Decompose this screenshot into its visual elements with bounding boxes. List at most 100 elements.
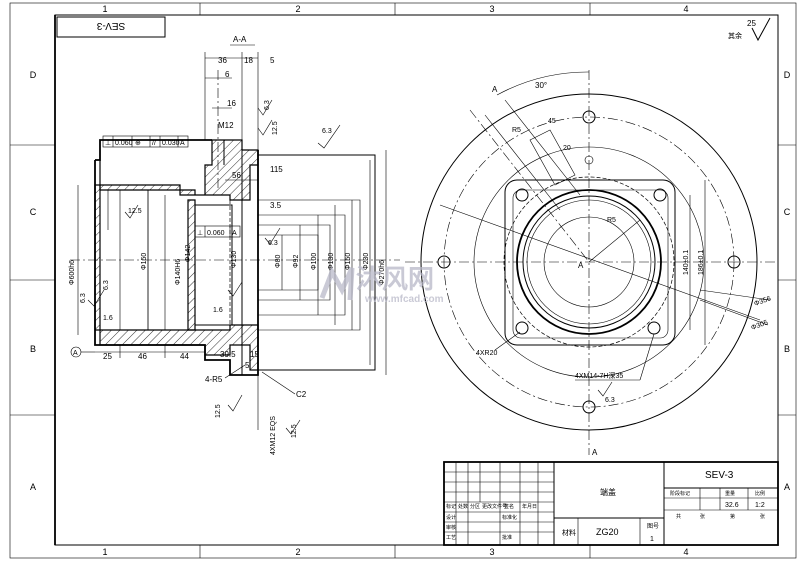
dia-100: Φ100 bbox=[311, 253, 318, 270]
dim-25: 25 bbox=[103, 352, 112, 361]
dia-140h6: Φ140H6 bbox=[175, 259, 182, 285]
tb-cell-review: 审核 bbox=[446, 524, 456, 531]
bolt-hole-left bbox=[437, 255, 451, 269]
bolt-hole-bottom bbox=[582, 400, 596, 414]
dia-130: Φ130 bbox=[231, 251, 238, 268]
tb-sheet-label: 图号 bbox=[647, 523, 659, 530]
dim-46: 46 bbox=[138, 352, 147, 361]
corner-hole-tl bbox=[515, 188, 529, 202]
watermark-url: www.mfcad.com bbox=[364, 294, 444, 305]
tb-total: 共 bbox=[676, 513, 681, 520]
tol-parallel: 0.030 bbox=[162, 140, 180, 147]
front-label-a-bottom: A bbox=[592, 448, 598, 457]
tb-sheet-no: 第 bbox=[730, 513, 735, 520]
dia-230: Φ230 bbox=[363, 253, 370, 270]
tb-total-unit: 张 bbox=[700, 513, 705, 520]
diameter-dims: Φ600h6 Φ150 Φ140H6 Φ142 Φ130 Φ80 Φ92 Φ10… bbox=[69, 150, 387, 375]
rough-9: 1.6 bbox=[213, 307, 223, 314]
tb-cell-count: 处数 bbox=[458, 503, 468, 510]
dim-5: 5 bbox=[270, 56, 275, 65]
tol-datum-ref: A bbox=[180, 140, 185, 147]
front-label-a-center: A bbox=[578, 261, 584, 270]
tb-part-name: 端盖 bbox=[600, 487, 616, 497]
tol-position-symbol: ⊕ bbox=[135, 140, 141, 147]
rough-5: 6.3 bbox=[268, 240, 278, 247]
dia-600h6: Φ600h6 bbox=[69, 260, 76, 285]
tb-code: SEV-3 bbox=[705, 470, 734, 481]
chamfer-label: 4-R5 bbox=[205, 375, 223, 384]
tol-perp-symbol-top: ⊥ bbox=[105, 140, 111, 147]
front-roughness: 6.3 bbox=[605, 397, 615, 404]
dim-39-5: 39.5 bbox=[220, 350, 236, 359]
surface-rest-value: 25 bbox=[747, 19, 756, 28]
col-label-top-4: 4 bbox=[683, 4, 688, 14]
row-label-right-b: B bbox=[784, 344, 790, 354]
corner-hole-bl bbox=[515, 321, 529, 335]
dim-m12: M12 bbox=[218, 121, 234, 130]
dia-270h6: Φ270h6 bbox=[379, 260, 386, 285]
dia-305-note: Φ305 bbox=[750, 319, 769, 332]
border-row-labels: D C B A D C B A bbox=[30, 70, 791, 492]
dia-92: Φ92 bbox=[293, 255, 300, 268]
col-label-bot-3: 3 bbox=[489, 547, 494, 557]
tol-parallel-symbol: // bbox=[152, 140, 156, 147]
dia-150: Φ150 bbox=[141, 253, 148, 270]
dim-56: 56 bbox=[232, 171, 241, 180]
tb-sheet-no-unit: 张 bbox=[760, 513, 765, 520]
rough-7: 1.6 bbox=[103, 315, 113, 322]
front-angle: 30° bbox=[535, 81, 547, 90]
front-label-r5b: R5 bbox=[607, 217, 616, 224]
surface-rest-mark: 其余 25 bbox=[728, 17, 771, 42]
section-label: A-A bbox=[233, 35, 247, 44]
tb-cell-zone: 分区 bbox=[470, 503, 480, 510]
tolerance-frame-mid: ⊥ 0.060 A bbox=[194, 225, 241, 238]
dia-142: Φ142 bbox=[185, 245, 192, 262]
dim-140: 140±0.1 bbox=[683, 250, 690, 275]
rough-2: 12.5 bbox=[272, 121, 279, 135]
watermark: 沐风网 www.mfcad.com bbox=[319, 264, 444, 305]
section-hatch-lower bbox=[99, 324, 259, 371]
dim-6: 6 bbox=[225, 70, 230, 79]
tol-perp-symbol-mid: ⊥ bbox=[197, 230, 203, 237]
col-label-bot-2: 2 bbox=[295, 547, 300, 557]
bolt-hole-top bbox=[582, 110, 596, 124]
section-hatch-sleeve bbox=[187, 199, 196, 331]
front-label-20: 20 bbox=[563, 145, 571, 152]
watermark-logo-icon bbox=[319, 266, 355, 301]
drawing-border bbox=[9, 2, 797, 559]
tb-sheets: 1 bbox=[650, 536, 654, 543]
rough-6: 6.3 bbox=[103, 280, 110, 290]
row-label-right-a: A bbox=[784, 482, 790, 492]
tb-cell-approve: 批准 bbox=[502, 534, 512, 541]
tb-cell-date: 年月日 bbox=[522, 503, 537, 510]
col-label-bot-1: 1 bbox=[102, 547, 107, 557]
corner-hole-tr bbox=[653, 188, 667, 202]
rough-1: 6.3 bbox=[264, 100, 271, 110]
col-label-bot-4: 4 bbox=[683, 547, 688, 557]
front-label-45: 45 bbox=[548, 118, 556, 125]
bolt-hole-right bbox=[727, 255, 741, 269]
tol-datum-ref-2: A bbox=[232, 230, 237, 237]
dia-356-note: Φ356 bbox=[753, 295, 772, 308]
dia-130-b: Φ130 bbox=[328, 253, 335, 270]
row-label-left-c: C bbox=[30, 207, 37, 217]
code-box-text: SEV-3 bbox=[96, 20, 125, 31]
tb-stage-mark: 阶段标记 bbox=[670, 490, 690, 497]
col-label-top-3: 3 bbox=[489, 4, 494, 14]
col-label-top-1: 1 bbox=[102, 4, 107, 14]
surface-rest-note: 其余 bbox=[728, 31, 742, 40]
dia-150-b: Φ150 bbox=[345, 253, 352, 270]
section-view: A-A 36 18 bbox=[69, 35, 400, 455]
section-hatch-upper bbox=[99, 139, 259, 201]
tb-weight-label: 重量 bbox=[725, 490, 735, 497]
rough-10: 12.5 bbox=[215, 404, 222, 418]
tb-cell-sign: 签名 bbox=[504, 503, 514, 510]
dim-115: 115 bbox=[270, 165, 283, 174]
row-label-left-b: B bbox=[30, 344, 36, 354]
watermark-cn: 沐风网 bbox=[356, 264, 434, 294]
row-label-right-c: C bbox=[784, 207, 791, 217]
thread-note: 4XM12 EQS bbox=[270, 416, 277, 455]
datum-a-label: A bbox=[73, 350, 78, 357]
tb-scale-label: 比例 bbox=[755, 490, 765, 497]
